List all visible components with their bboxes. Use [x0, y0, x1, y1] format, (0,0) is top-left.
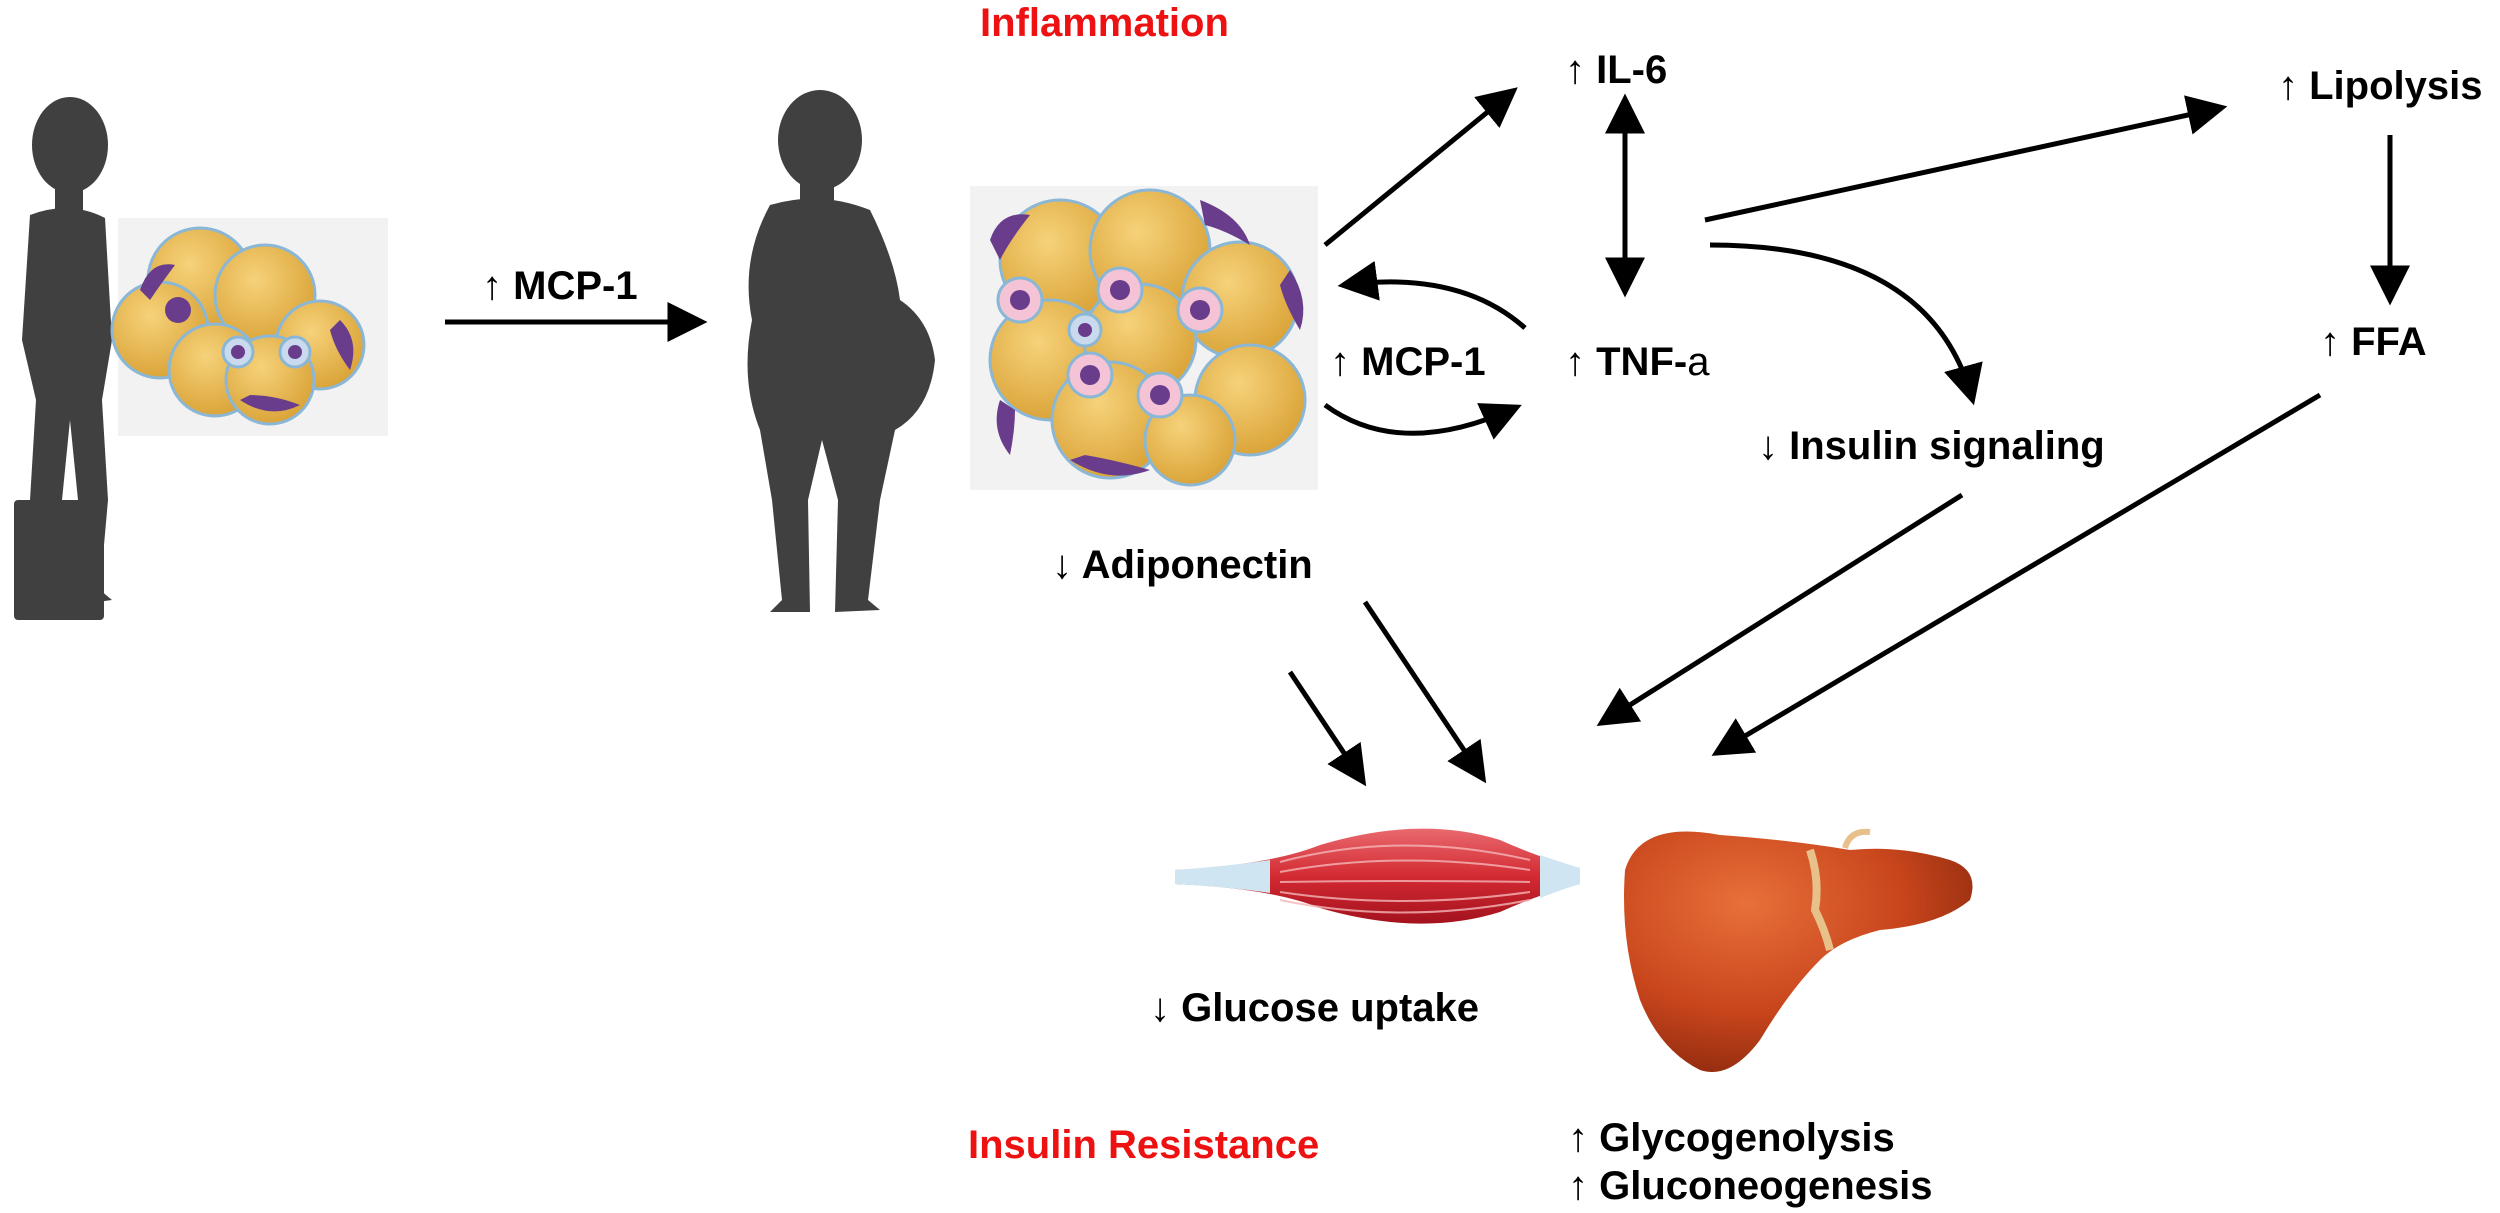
inflammation-label: Inflammation — [980, 1, 1229, 45]
tnf-label: ↑ TNF-a — [1565, 342, 1709, 382]
arrow-tissue-to-tnf — [1323, 402, 1522, 440]
obese-person-icon — [747, 90, 935, 613]
arrows — [445, 87, 2410, 787]
arrow-tissue-to-il6 — [1323, 87, 1518, 247]
insulin-signaling-text: Insulin signaling — [1789, 424, 2105, 468]
up-arrow-icon: ↑ — [1565, 340, 1585, 384]
ffa-text: FFA — [2351, 320, 2427, 364]
tnf-alpha-text: a — [1687, 340, 1710, 384]
glycogenolysis-label: ↑ Glycogenolysis — [1568, 1118, 1895, 1158]
arrow-insulin-signaling-to-organs — [1596, 492, 1964, 727]
gluconeogenesis-label: ↑ Gluconeogenesis — [1568, 1166, 1933, 1206]
down-arrow-icon: ↓ — [1052, 543, 1072, 587]
muscle-icon — [1175, 828, 1580, 924]
gluconeogenesis-text: Gluconeogenesis — [1599, 1164, 1933, 1208]
lipolysis-text: Lipolysis — [2309, 64, 2483, 108]
up-arrow-icon: ↑ — [2278, 64, 2298, 108]
glucose-uptake-label: ↓ Glucose uptake — [1150, 988, 1479, 1028]
tnf-text: TNF- — [1596, 340, 1688, 384]
down-arrow-icon: ↓ — [1758, 424, 1778, 468]
arrow-tnf-to-insulin-signaling — [1709, 242, 1983, 406]
adipose-tissue-large-icon — [970, 186, 1318, 490]
up-arrow-icon: ↑ — [1565, 48, 1585, 92]
liver-icon — [1624, 828, 1973, 1072]
mcp1-right-label: ↑ MCP-1 — [1330, 342, 1486, 382]
mcp1-right-text: MCP-1 — [1361, 340, 1486, 384]
up-arrow-icon: ↑ — [1568, 1164, 1588, 1208]
ffa-label: ↑ FFA — [2320, 322, 2427, 362]
arrow-tnf-to-lipolysis — [1704, 95, 2228, 223]
up-arrow-icon: ↑ — [1330, 340, 1350, 384]
adiponectin-label: ↓ Adiponectin — [1052, 545, 1313, 585]
il6-label: ↑ IL-6 — [1565, 50, 1667, 90]
insulin-signaling-label: ↓ Insulin signaling — [1758, 426, 2105, 466]
up-arrow-icon: ↑ — [2320, 320, 2340, 364]
arrow-adiponectin-right — [1362, 600, 1487, 784]
mcp1-left-label: ↑ MCP-1 — [482, 266, 638, 306]
up-arrow-icon: ↑ — [1568, 1116, 1588, 1160]
il6-text: IL-6 — [1596, 48, 1668, 92]
lipolysis-label: ↑ Lipolysis — [2278, 66, 2483, 106]
glucose-uptake-text: Glucose uptake — [1181, 986, 1479, 1030]
glycogenolysis-text: Glycogenolysis — [1599, 1116, 1895, 1160]
arrow-ffa-to-liver — [1711, 392, 2322, 756]
adipose-tissue-small-icon — [110, 218, 388, 436]
lean-person-icon — [14, 97, 112, 620]
down-arrow-icon: ↓ — [1150, 986, 1170, 1030]
arrow-tnf-to-tissue — [1337, 260, 1527, 330]
mcp1-left-text: MCP-1 — [513, 264, 638, 308]
arrow-adiponectin-left — [1287, 670, 1367, 787]
insulin-resistance-label: Insulin Resistance — [968, 1123, 1320, 1167]
adiponectin-text: Adiponectin — [1081, 543, 1313, 587]
up-arrow-icon: ↑ — [482, 264, 502, 308]
